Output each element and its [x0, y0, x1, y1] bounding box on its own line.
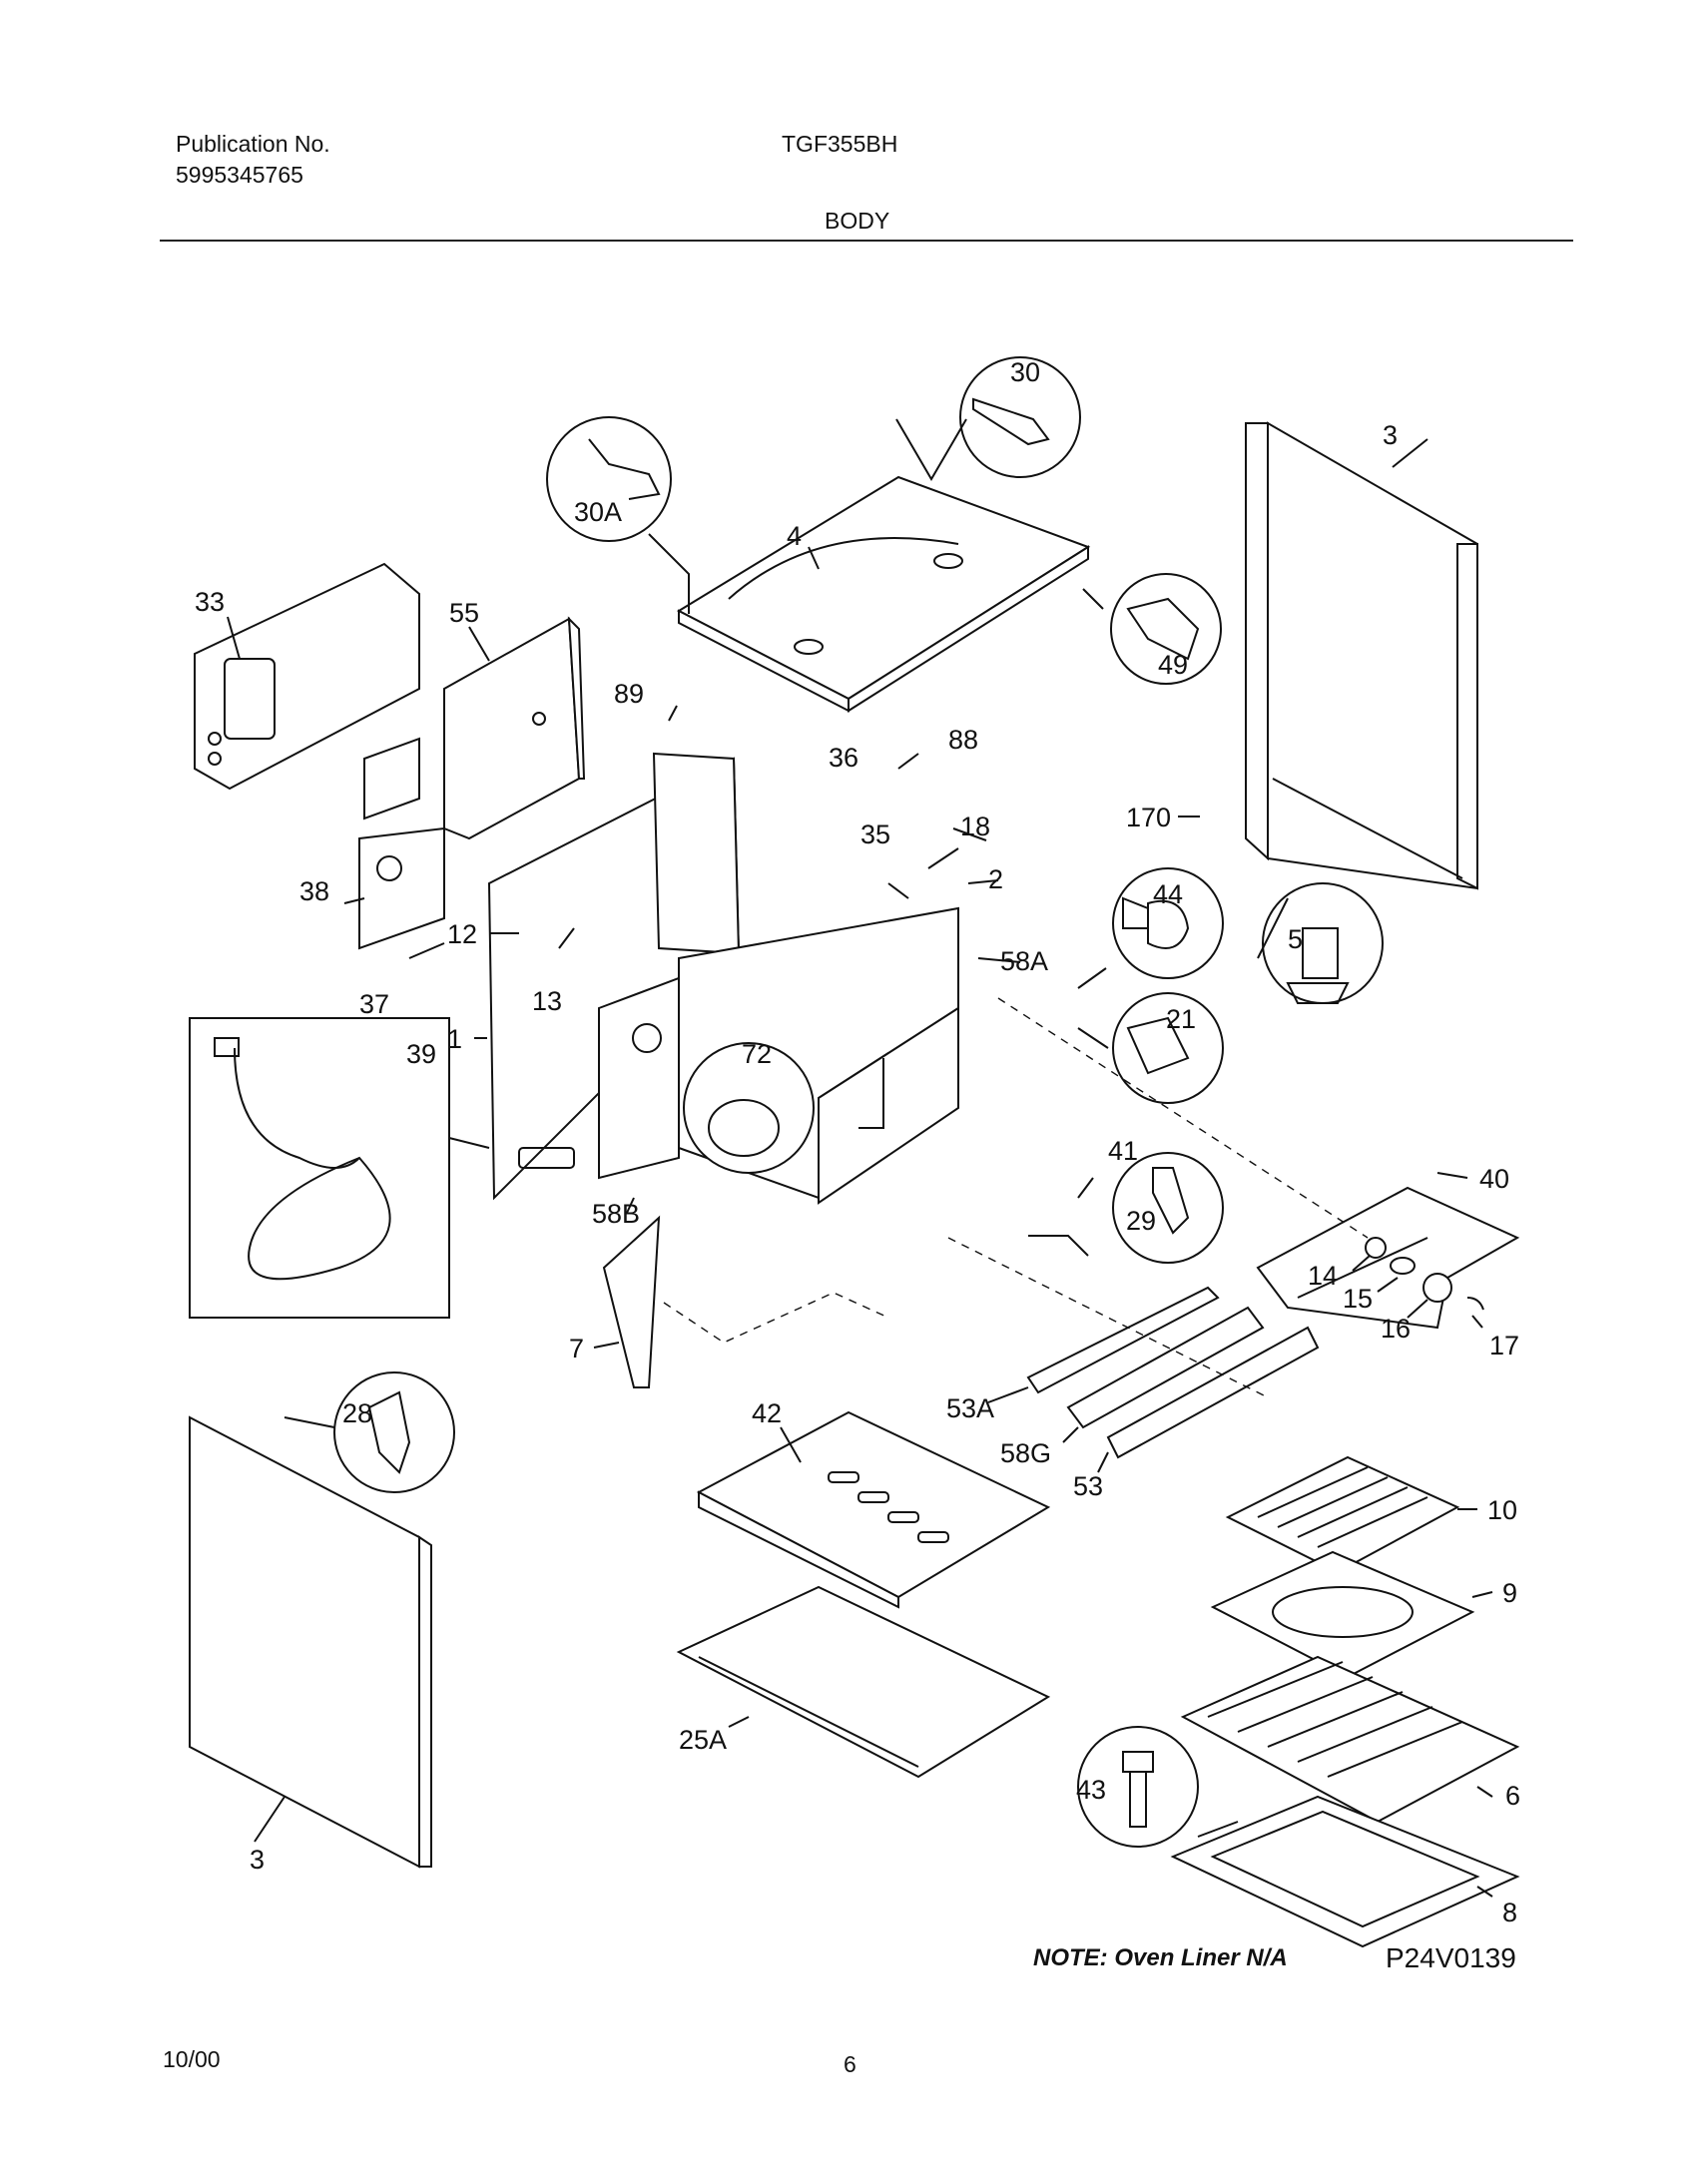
part-label-53: 53	[1073, 1471, 1103, 1501]
door-hinge-shape	[602, 1215, 661, 1388]
light-fixture-shapes	[1365, 1237, 1484, 1311]
detail-circle-5	[1262, 882, 1384, 1004]
detail-circle-30a	[546, 416, 672, 542]
oven-liner-note: NOTE: Oven Liner N/A	[1033, 1944, 1288, 1971]
part-label-88: 88	[948, 725, 978, 755]
hinge-clip-30-icon	[972, 397, 1050, 446]
part-label-29: 29	[1126, 1206, 1156, 1236]
part-label-89: 89	[614, 679, 644, 709]
detail-circle-44	[1112, 867, 1224, 979]
detail-circle-30	[959, 356, 1081, 478]
pilot-72-icon	[708, 1099, 780, 1157]
part-label-6: 6	[1505, 1781, 1520, 1811]
part-label-42: 42	[752, 1398, 782, 1428]
part-labels: 3 30 30A 4 49 33 55 89 88 36 18 35 2 170…	[195, 357, 1520, 1927]
part-label-10: 10	[1487, 1495, 1517, 1525]
bracket-49-icon	[1126, 597, 1200, 661]
part-label-3-bottom: 3	[250, 1845, 265, 1875]
page-number: 6	[844, 2051, 856, 2077]
header-rule	[160, 240, 1573, 242]
part-label-72: 72	[742, 1039, 772, 1069]
power-cord-box	[189, 1017, 450, 1319]
part-label-41: 41	[1108, 1136, 1138, 1166]
bracket-frame-shape	[676, 1585, 1051, 1779]
part-label-17: 17	[1489, 1331, 1519, 1361]
part-label-15: 15	[1343, 1284, 1373, 1314]
part-label-25a: 25A	[679, 1725, 727, 1755]
part-label-14: 14	[1308, 1261, 1338, 1291]
part-label-2: 2	[988, 864, 1003, 894]
part-label-33: 33	[195, 587, 225, 617]
main-body-shape	[487, 752, 741, 1201]
insulation-panel-shape	[358, 616, 586, 950]
detail-circle-28	[333, 1371, 455, 1493]
part-label-35: 35	[860, 819, 890, 849]
part-label-40: 40	[1479, 1164, 1509, 1194]
publication-label: Publication No.	[176, 131, 330, 157]
detail-circle-49	[1110, 573, 1222, 685]
model-number: TGF355BH	[782, 131, 898, 157]
footer-date: 10/00	[163, 2046, 221, 2072]
oven-liner-shape	[1170, 1795, 1520, 1948]
leader-lines	[227, 418, 1493, 1898]
part-label-37: 37	[359, 989, 389, 1019]
publication-number: 5995345765	[176, 162, 303, 188]
burner-box-shape	[1256, 1186, 1520, 1330]
rear-shield-shape	[194, 562, 420, 791]
hinge-clip-30a-icon	[588, 438, 661, 500]
side-panel-right-shape	[1245, 421, 1478, 890]
part-label-49: 49	[1158, 650, 1188, 680]
part-label-30a: 30A	[574, 497, 622, 527]
rails-shape	[1026, 1286, 1320, 1459]
part-label-8: 8	[1502, 1898, 1517, 1927]
knob-44-icon	[1122, 896, 1190, 949]
part-label-39: 39	[406, 1039, 436, 1069]
part-label-1: 1	[447, 1024, 462, 1054]
part-label-38: 38	[299, 876, 329, 906]
detail-circle-29	[1112, 1152, 1224, 1264]
oven-bottom-shape	[696, 1410, 1051, 1609]
broil-pan-shape	[1210, 1550, 1475, 1679]
part-label-28: 28	[342, 1398, 372, 1428]
part-label-3-top: 3	[1383, 420, 1398, 450]
part-label-21: 21	[1166, 1004, 1196, 1034]
section-title: BODY	[825, 208, 890, 234]
part-label-53a: 53A	[946, 1393, 994, 1423]
part-label-7: 7	[569, 1334, 584, 1364]
door-panel-shape	[189, 1415, 432, 1869]
part-label-58b: 58B	[592, 1199, 640, 1229]
dashed-guides	[663, 997, 1369, 1398]
part-label-30: 30	[1010, 357, 1040, 387]
detail-circle-21	[1112, 992, 1224, 1104]
part-label-12: 12	[447, 919, 477, 949]
part-label-5: 5	[1288, 924, 1303, 954]
part-label-55: 55	[449, 598, 479, 628]
part-label-58a: 58A	[1000, 946, 1048, 976]
oven-rack-shape	[1180, 1655, 1520, 1824]
leveling-leg-5-icon	[1286, 927, 1350, 1004]
part-label-43: 43	[1076, 1775, 1106, 1805]
part-label-18: 18	[960, 812, 990, 841]
screw-43-icon	[1122, 1751, 1154, 1828]
part-label-44: 44	[1153, 879, 1183, 909]
part-label-170: 170	[1126, 803, 1171, 832]
drawing-code: P24V0139	[1386, 1942, 1516, 1973]
part-label-9: 9	[1502, 1578, 1517, 1608]
part-label-58g: 58G	[1000, 1438, 1051, 1468]
clip-21-icon	[1126, 1016, 1190, 1075]
detail-circle-72	[683, 1042, 815, 1174]
part-label-13: 13	[532, 986, 562, 1016]
part-label-16: 16	[1381, 1314, 1411, 1344]
broil-pan-insert-shape	[1225, 1455, 1460, 1574]
clip-28-icon	[367, 1390, 411, 1474]
clip-29-icon	[1152, 1167, 1190, 1235]
detail-circle-43	[1077, 1726, 1199, 1848]
top-panel-shape	[676, 475, 1091, 713]
part-label-36: 36	[829, 743, 858, 773]
part-label-4: 4	[787, 521, 802, 551]
